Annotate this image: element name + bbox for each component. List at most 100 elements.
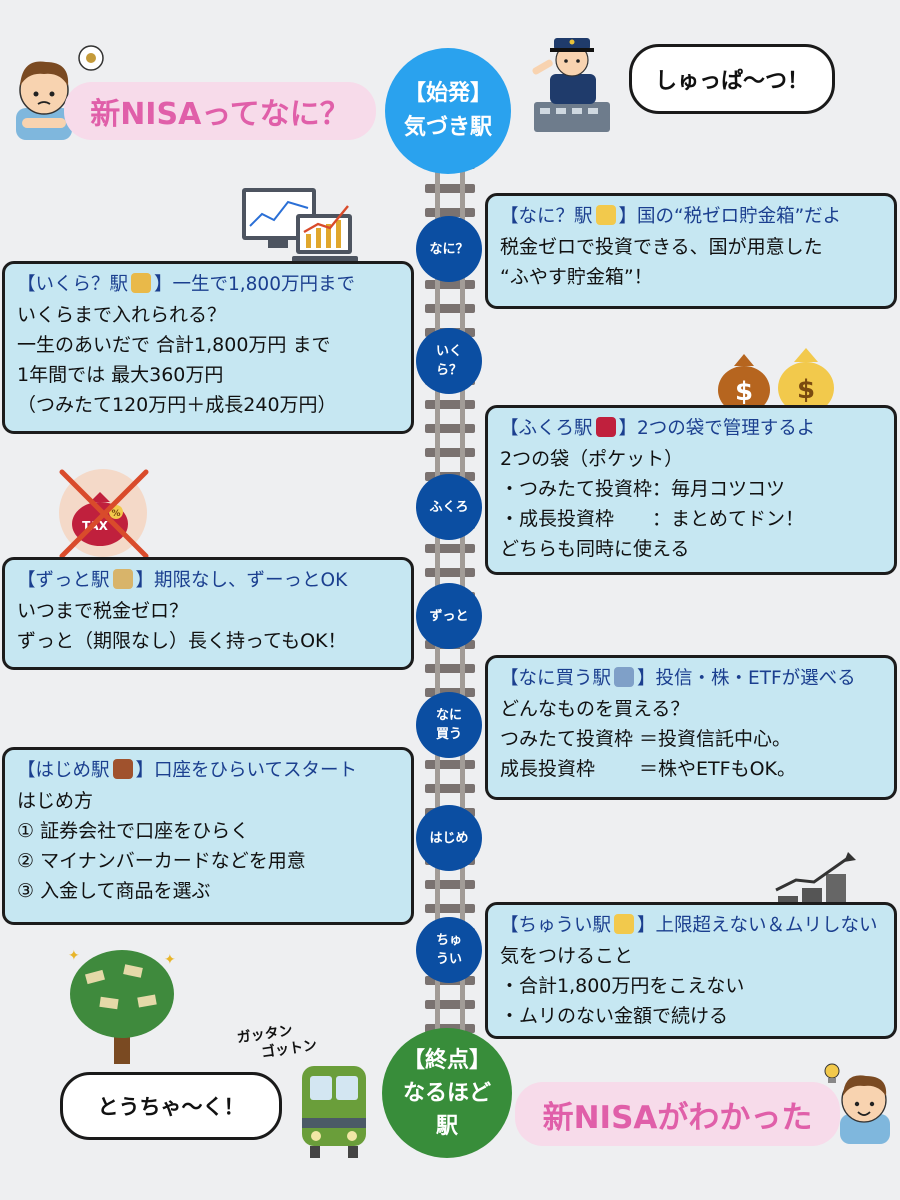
card-line: 気をつけること	[500, 945, 634, 967]
card-title-part: 】口座をひらいてスタート	[135, 760, 357, 781]
card-chuui: 【ちゅうい駅】上限超えない＆ムリしない 気をつけること ・合計1,800万円をこ…	[485, 902, 897, 1039]
card-title: 【いくら？駅】一生で1,800万円まで	[17, 270, 399, 300]
card-ikura: 【いくら？駅】一生で1,800万円まで いくらまで入れられる？ 一生のあいだで …	[2, 261, 414, 434]
rail-tie	[425, 760, 475, 769]
card-line: 一生のあいだで 合計1,800万円 まで	[17, 334, 331, 356]
money-bags-icon: $ $	[718, 348, 834, 414]
arrival-speech-bubble: とうちゃ〜く！	[60, 1072, 282, 1140]
station-label: ふくろ	[429, 499, 469, 515]
card-title-part: 】期限なし、ずーっとOK	[135, 570, 348, 591]
station-label: ずっと	[429, 608, 469, 624]
station-label: なに	[435, 708, 462, 723]
money-bag-dollar: $	[797, 375, 815, 405]
card-title-part: 【ずっと駅	[17, 570, 110, 591]
hourglass-icon	[112, 569, 133, 589]
card-title-part: 】投信・株・ETFが選べる	[637, 668, 856, 689]
rail-tie	[425, 880, 475, 889]
rail-tie	[425, 184, 475, 193]
magnifier-icon	[595, 205, 616, 225]
question-text: 新NISAってなに？	[90, 97, 350, 132]
card-line: ・合計1,800万円をこえない	[500, 975, 745, 997]
station-label: ら？	[435, 363, 462, 378]
tax-bag-percent: %	[111, 509, 120, 519]
happy-boy-icon	[840, 1075, 890, 1144]
rail-tie	[425, 1000, 475, 1009]
station-nanikau: なに 買う	[416, 692, 482, 758]
rail-tie	[425, 280, 475, 289]
svg-text:✦: ✦	[164, 952, 176, 968]
card-title: 【ちゅうい駅】上限超えない＆ムリしない	[500, 911, 882, 941]
card-title: 【なに買う駅 】投信・株・ETFが選べる	[500, 664, 882, 694]
card-title-part: 】2つの袋で管理するよ	[618, 418, 816, 439]
station-zutto: ずっと	[416, 583, 482, 649]
card-line: ・成長投資枠 ：まとめてドン！	[500, 508, 805, 530]
card-line: ③ 入金して商品を選ぶ	[17, 880, 211, 902]
rail-tie	[425, 904, 475, 913]
station-label: ちゅ	[435, 933, 462, 948]
door-icon	[112, 759, 133, 779]
card-hajime: 【はじめ駅】口座をひらいてスタート はじめ方 ① 証券会社で口座をひらく ② マ…	[2, 747, 414, 925]
card-title: 【ずっと駅 】期限なし、ずーっとOK	[17, 566, 399, 596]
card-title-part: 【なに買う駅	[500, 668, 612, 689]
card-title-part: 【ちゅうい駅	[500, 915, 612, 936]
station-label: はじめ	[429, 830, 469, 846]
card-line: 税金ゼロで投資できる、国が用意した	[500, 236, 823, 258]
card-title: 【なに？駅 】国の“税ゼロ貯金箱”だよ	[500, 202, 882, 232]
card-title-part: 【はじめ駅	[17, 760, 110, 781]
lightbulb-icon	[824, 1063, 840, 1083]
station-fukuro: ふくろ	[416, 474, 482, 540]
conductor-speech-bubble: しゅっぱ〜つ！	[629, 44, 835, 114]
station-hajime: はじめ	[416, 805, 482, 871]
card-line: “ふやす貯金箱”！	[500, 266, 653, 288]
card-line: ① 証券会社で口座をひらく	[17, 820, 250, 842]
card-title-part: 【なに？駅	[500, 206, 593, 227]
rail-tie	[425, 664, 475, 673]
card-line: ・ムリのない金額で続ける	[500, 1005, 729, 1027]
thought-bubble-icon	[78, 45, 104, 71]
understood-banner: 新NISAがわかった	[515, 1082, 840, 1146]
card-line: つみたて投資枠 ＝投資信託中心。	[500, 728, 792, 750]
card-title-part: 】国の“税ゼロ貯金箱”だよ	[618, 206, 842, 227]
money-bag-dollar: $	[735, 377, 753, 407]
arrival-speech-text: とうちゃ〜く！	[97, 1095, 245, 1119]
card-title: 【ふくろ駅】2つの袋で管理するよ	[500, 414, 882, 444]
start-station: 【始発】 気づき駅	[385, 48, 511, 174]
svg-text:✦: ✦	[68, 948, 80, 964]
train-sound-effect: ガッタン ゴットン	[236, 1019, 318, 1066]
card-line: ずっと（期限なし）長く持ってもOK！	[17, 630, 347, 652]
station-label: 買う	[435, 727, 462, 742]
station-label: なに？	[429, 241, 469, 257]
rail-tie	[425, 544, 475, 553]
end-station: 【終点】 なるほど 駅	[382, 1028, 512, 1158]
conductor-speech-text: しゅっぱ〜つ！	[654, 69, 809, 94]
card-zutto: 【ずっと駅】期限なし、ずーっとOK いつまで税金ゼロ？ ずっと（期限なし）長く持…	[2, 557, 414, 670]
card-line: いくらまで入れられる？	[17, 304, 227, 326]
rail-tie	[425, 448, 475, 457]
no-tax-icon: TAX %	[59, 469, 149, 559]
shopping-cart-icon	[614, 667, 635, 687]
end-station-name: なるほど	[402, 1080, 491, 1106]
rail-tie	[425, 568, 475, 577]
station-nani: なに？	[416, 216, 482, 282]
confused-boy-icon	[16, 61, 72, 140]
station-label: うい	[435, 952, 462, 967]
card-line: 2つの袋（ポケット）	[500, 448, 684, 470]
card-nanikau: 【なに買う駅 】投信・株・ETFが選べる どんなものを買える？ つみたて投資枠 ＝…	[485, 655, 897, 800]
rail-tie	[425, 208, 475, 217]
station-chuui: ちゅ うい	[416, 917, 482, 983]
start-station-label: 【始発】	[403, 81, 492, 106]
money-tree-icon: ✦ ✦	[68, 948, 176, 1064]
train-conductor-icon	[532, 38, 610, 132]
money-bag-icon	[131, 273, 152, 293]
card-line: どんなものを買える？	[500, 698, 690, 720]
card-line: 成長投資枠 ＝株やETFもOK。	[500, 758, 796, 780]
card-line: ・つみたて投資枠：毎月コツコツ	[500, 478, 786, 500]
rail-tie	[425, 400, 475, 409]
card-nani: 【なに？駅 】国の“税ゼロ貯金箱”だよ 税金ゼロで投資できる、国が用意した “ふや…	[485, 193, 897, 309]
station-label: いく	[435, 344, 462, 359]
green-train-icon	[302, 1066, 366, 1158]
end-station-label: 【終点】	[402, 1047, 491, 1073]
question-banner: 新NISAってなに？	[64, 82, 376, 140]
card-line: （つみたて120万円＋成長240万円）	[17, 394, 337, 416]
warning-icon	[614, 914, 635, 934]
